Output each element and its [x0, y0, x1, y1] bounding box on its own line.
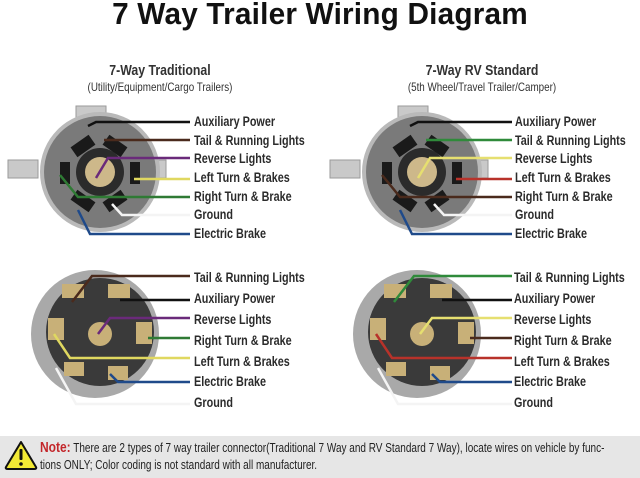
wire-label: Electric Brake — [194, 374, 267, 389]
wire-label: Left Turn & Brakes — [194, 354, 290, 369]
wire-label: Left Turn & Brakes — [514, 354, 610, 369]
traditional-heading-block: 7-Way Traditional (Utility/Equipment/Car… — [62, 62, 259, 94]
note-line-2: tions ONLY; Color coding is not standard… — [40, 458, 318, 472]
wire-label: Tail & Running Lights — [514, 270, 625, 285]
wire-label: Reverse Lights — [515, 151, 593, 166]
wire-label: Tail & Running Lights — [194, 132, 305, 148]
traditional-back-connector — [31, 270, 190, 406]
rv-heading-block: 7-Way RV Standard (5th Wheel/Travel Trai… — [384, 62, 581, 94]
wire-label: Reverse Lights — [194, 151, 272, 166]
wire-label: Auxiliary Power — [194, 114, 276, 129]
rv-back-connector — [353, 270, 512, 406]
wire-label: Left Turn & Brakes — [194, 170, 290, 185]
wire-label: Right Turn & Brake — [514, 333, 612, 348]
wire-label: Electric Brake — [514, 374, 587, 389]
wire-label: Auxiliary Power — [514, 291, 596, 306]
rv-subheading: (5th Wheel/Travel Trailer/Camper) — [407, 80, 557, 94]
wire-label: Left Turn & Brakes — [515, 170, 611, 185]
note-label: Note: — [40, 439, 71, 456]
wire-label: Electric Brake — [194, 225, 267, 241]
rv-heading: 7-Way RV Standard — [425, 62, 539, 79]
wire-label: Ground — [194, 395, 233, 410]
traditional-subheading: (Utility/Equipment/Cargo Trailers) — [87, 80, 233, 94]
rv-face-connector — [329, 105, 512, 236]
traditional-heading: 7-Way Traditional — [109, 62, 211, 79]
note-line-1: There are 2 types of 7 way trailer conne… — [70, 441, 605, 455]
page-title: 7 Way Trailer Wiring Diagram — [112, 0, 528, 31]
wire-label: Right Turn & Brake — [194, 333, 292, 348]
note-text: Note: There are 2 types of 7 way trailer… — [40, 439, 632, 474]
wire-label: Ground — [514, 395, 553, 410]
wire-label: Right Turn & Brake — [194, 188, 292, 204]
warning-triangle-icon — [4, 441, 38, 470]
wire-label: Ground — [515, 207, 554, 222]
wire-label: Reverse Lights — [194, 312, 272, 327]
wire-label: Auxiliary Power — [515, 114, 597, 129]
wire-label: Auxiliary Power — [194, 291, 276, 306]
note-bar: Note: There are 2 types of 7 way trailer… — [0, 436, 640, 478]
wire-label: Ground — [194, 207, 233, 222]
wire-label: Right Turn & Brake — [515, 188, 613, 204]
wire-label: Tail & Running Lights — [515, 132, 626, 148]
wire-label: Electric Brake — [515, 225, 588, 241]
wire-label: Tail & Running Lights — [194, 270, 305, 285]
traditional-face-connector — [7, 105, 190, 236]
wire-label: Reverse Lights — [514, 312, 592, 327]
